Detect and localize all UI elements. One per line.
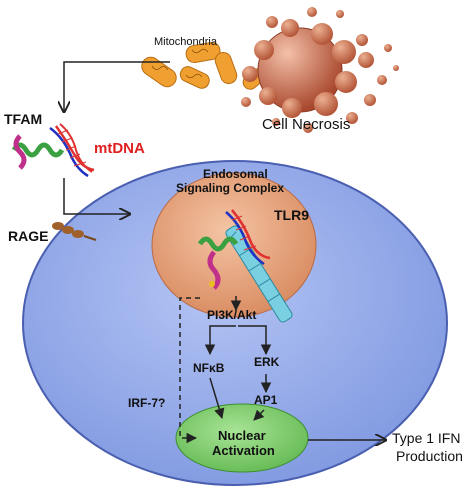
erk-label: ERK (254, 355, 280, 369)
irf7-label: IRF-7? (128, 396, 166, 410)
mitochondria-label: Mitochondria (154, 36, 217, 48)
nuclear-label: Nuclear (218, 428, 266, 443)
type1-ifn-label: Type 1 IFN (392, 430, 461, 446)
necrotic-cell-icon (241, 7, 399, 133)
cell-necrosis-label: Cell Necrosis (262, 116, 351, 133)
signaling-complex-label: Signaling Complex (176, 181, 285, 195)
pi3k-akt-label: PI3K/Akt (207, 308, 257, 322)
mtdna-label: mtDNA (94, 140, 145, 157)
signaling-arrows (179, 296, 386, 440)
ap1-label: AP1 (254, 393, 278, 407)
uptake-arrow (63, 178, 130, 214)
tfam-label: TFAM (4, 111, 43, 127)
nfkb-label: NFκB (193, 361, 225, 375)
rage-label: RAGE (8, 228, 49, 244)
production-label: Production (396, 448, 463, 464)
tfam-mtdna-complex-icon (11, 123, 95, 178)
tlr9-label: TLR9 (274, 207, 309, 223)
rage-receptor-icon (52, 222, 97, 241)
tlr9-receptor-icon (225, 225, 293, 323)
endosomal-tfam-mtdna-icon (197, 209, 271, 290)
endosomal-label: Endosomal (203, 167, 268, 181)
release-arrow (64, 61, 170, 112)
nucleus (175, 403, 309, 473)
activation-label: Activation (212, 443, 275, 458)
cell-body (22, 160, 448, 486)
